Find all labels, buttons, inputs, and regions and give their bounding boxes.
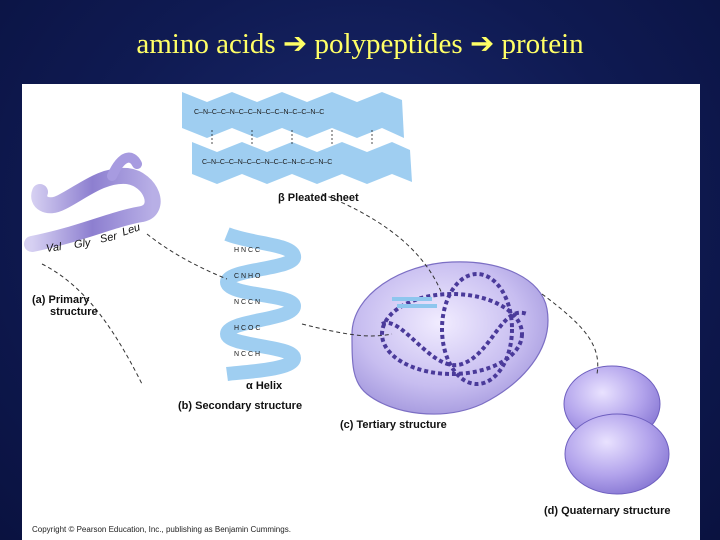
protein-structure-figure: C–N–C–C–N–C–C–N–C–C–N–C–C–N–C C–N–C–C–N–… — [22, 84, 700, 540]
title-polypeptides: polypeptides — [314, 28, 463, 60]
primary-label-line2: structure — [50, 306, 98, 318]
quaternary-structure-label: (d) Quaternary structure — [544, 505, 671, 517]
tertiary-structure-blob — [351, 261, 549, 415]
helix-label: Helix — [255, 380, 283, 392]
copyright-text: Copyright © Pearson Education, Inc., pub… — [32, 525, 291, 534]
slide-title: amino acids ➔ polypeptides ➔ protein — [0, 26, 720, 61]
primary-structure-ribbon — [24, 152, 161, 252]
svg-text:N C C H: N C C H — [234, 351, 260, 358]
svg-text:N C C N: N C C N — [234, 299, 260, 306]
svg-text:C–N–C–C–N–C–C–N–C–C–N–C–C–N–C: C–N–C–C–N–C–C–N–C–C–N–C–C–N–C — [194, 109, 324, 116]
alpha-symbol: α — [246, 380, 253, 392]
quaternary-structure — [563, 365, 670, 495]
tertiary-structure-label: (c) Tertiary structure — [340, 419, 447, 431]
secondary-structure-label: (b) Secondary structure — [178, 400, 303, 412]
beta-symbol: β — [278, 192, 285, 204]
arrow-right-icon: ➔ — [282, 28, 308, 60]
title-amino-acids: amino acids — [136, 28, 276, 60]
svg-text:C N H O: C N H O — [234, 273, 261, 280]
alpha-helix: H N C C C N H O N C C N H C O C N C C H — [219, 227, 302, 381]
beta-pleated-sheet: C–N–C–C–N–C–C–N–C–C–N–C–C–N–C C–N–C–C–N–… — [182, 92, 412, 184]
svg-text:C–N–C–C–N–C–C–N–C–C–N–C–C–N–C: C–N–C–C–N–C–C–N–C–C–N–C–C–N–C — [202, 159, 332, 166]
residue-gly: Gly — [73, 236, 92, 252]
svg-text:H C O C: H C O C — [234, 325, 260, 332]
beta-label: β Pleated sheet — [278, 192, 359, 204]
connector-lines — [41, 193, 599, 385]
svg-text:H N C C: H N C C — [234, 247, 260, 254]
pleated-sheet-label: Pleated sheet — [287, 192, 359, 204]
title-protein: protein — [501, 28, 584, 60]
figure-drawing: C–N–C–C–N–C–C–N–C–C–N–C–C–N–C C–N–C–C–N–… — [24, 92, 670, 495]
residue-val: Val — [45, 240, 63, 256]
arrow-right-icon: ➔ — [469, 28, 495, 60]
primary-structure-label: (a) Primary structure — [32, 294, 98, 318]
primary-label-line1: (a) Primary — [32, 294, 90, 306]
alpha-helix-label: α Helix — [246, 380, 282, 392]
